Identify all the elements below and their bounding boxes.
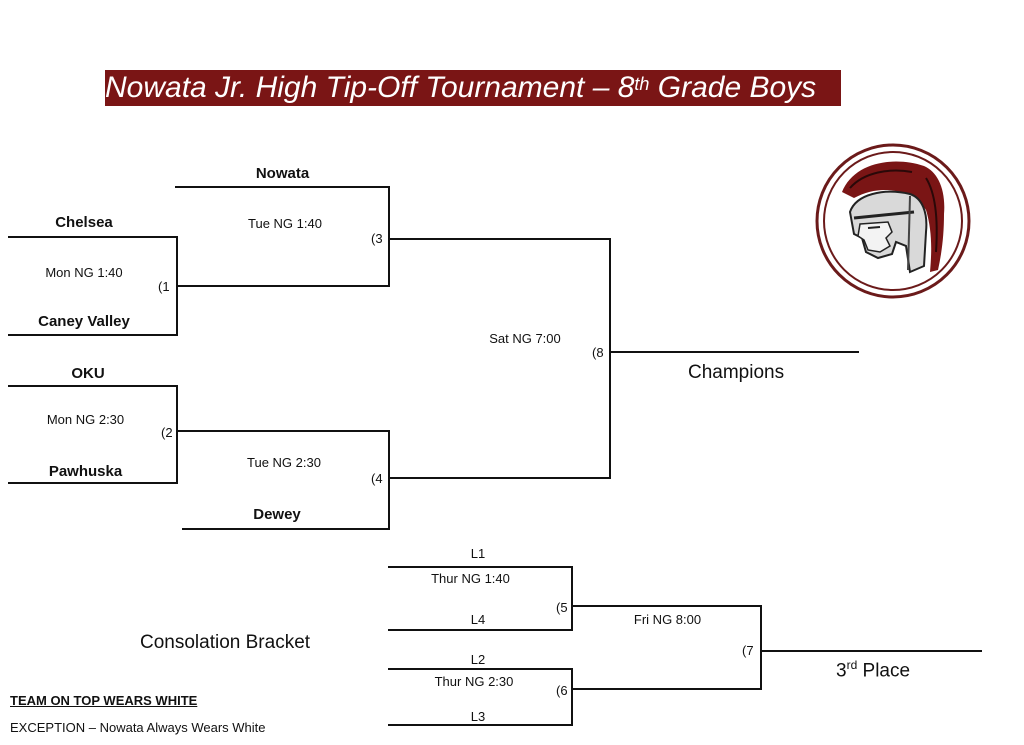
g3-connector [388,186,390,287]
g8-top-line [390,238,611,240]
title-superscript: th [634,74,650,94]
g2-top-team: OKU [71,365,105,382]
g5-bottom-team: L4 [470,612,486,627]
g3-top-line [175,186,390,188]
g7-top-line [573,605,762,607]
title-rest: Grade Boys [649,71,817,104]
g2-bottom-team: Pawhuska [48,463,123,480]
g7-number: (7 [742,643,754,658]
g2-number: (2 [161,425,173,440]
g8-connector [609,238,611,479]
tournament-title: Nowata Jr. High Tip-Off Tournament – 8th… [105,70,841,106]
g5-number: (5 [556,600,568,615]
g1-bottom-line [8,334,178,336]
g6-number: (6 [556,683,568,698]
title-banner [105,70,841,106]
g2-bottom-line [8,482,178,484]
g8-number: (8 [592,345,604,360]
champion-line [611,351,859,353]
g3-bottom-line [178,285,390,287]
g1-top-line [8,236,178,238]
g8-bottom-line [390,477,611,479]
g7-bottom-line [573,688,762,690]
g5-top-line [388,566,573,568]
g1-bottom-team: Caney Valley [38,313,130,330]
g4-top-line [178,430,390,432]
g2-connector [176,385,178,484]
g3-top-team: Nowata [255,165,310,182]
champions-label: Champions [688,362,785,383]
uniform-exception-note: EXCEPTION – Nowata Always Wears White [10,720,266,735]
g6-connector [571,668,573,726]
g1-top-team: Chelsea [55,214,113,231]
g5-time: Thur NG 1:40 [431,571,510,586]
g6-bottom-line [388,724,573,726]
third-place-rest: Place [857,660,911,682]
g2-time: Mon NG 2:30 [46,412,125,427]
spartan-helmet-logo [814,142,972,300]
third-place-line [762,650,982,652]
consolation-bracket-label: Consolation Bracket [140,632,311,653]
g4-bottom-line [182,528,390,530]
g1-connector [176,236,178,336]
g4-number: (4 [371,471,383,486]
uniform-rule-note: TEAM ON TOP WEARS WHITE [10,693,198,708]
g3-number: (3 [371,231,383,246]
g7-connector [760,605,762,690]
g6-top-line [388,668,573,670]
g6-time: Thur NG 2:30 [434,674,514,689]
title-main: Nowata Jr. High Tip-Off Tournament – 8 [105,71,635,104]
g5-top-team: L1 [470,546,486,561]
g4-time: Tue NG 2:30 [247,455,321,470]
g8-time: Sat NG 7:00 [489,331,561,346]
third-place-sup: rd [846,658,858,672]
g5-connector [571,566,573,631]
g2-top-line [8,385,178,387]
g6-top-team: L2 [470,652,486,667]
g4-bottom-team: Dewey [253,506,301,523]
g7-time: Fri NG 8:00 [633,612,702,627]
g6-bottom-team: L3 [470,709,486,724]
g4-connector [388,430,390,530]
g5-bottom-line [388,629,573,631]
g3-time: Tue NG 1:40 [248,216,322,231]
g1-number: (1 [158,279,170,294]
g1-time: Mon NG 1:40 [45,265,123,280]
third-place-label: 3rd Place [836,658,910,682]
third-place-main: 3 [836,660,847,682]
